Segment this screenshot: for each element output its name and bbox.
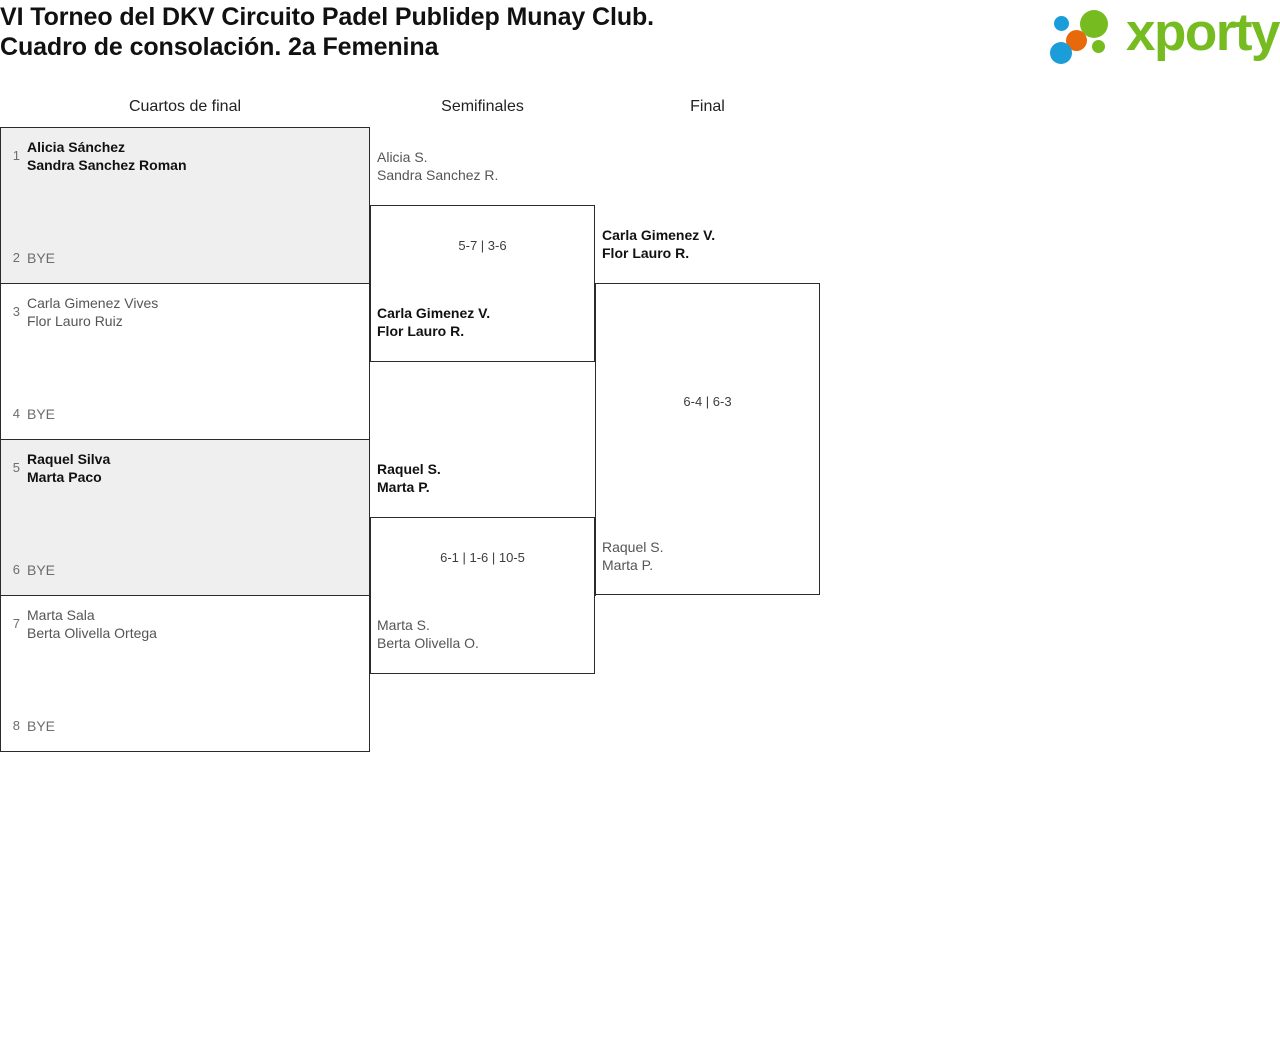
xporty-logo[interactable]: xporty [1042,3,1280,66]
match-final[interactable]: 6-4 | 6-3 [595,283,820,595]
match-sf-2-top-team: Raquel S. Marta P. [377,461,441,495]
seed-number: 2 [12,250,20,265]
seed-number: 3 [12,304,20,319]
match-final-bottom-team: Raquel S. Marta P. [602,539,664,573]
match-qf-3[interactable]: 5 Raquel Silva Marta Paco 6 BYE [0,439,370,596]
team-name: Carla Gimenez Vives Flor Lauro Ruiz [27,295,159,329]
team-name: BYE [27,250,56,266]
match-final-top-team: Carla Gimenez V. Flor Lauro R. [602,227,716,261]
match-row-bottom[interactable]: 4 BYE [1,405,55,423]
team-name: BYE [27,718,56,734]
match-sf-1-bottom-team: Carla Gimenez V. Flor Lauro R. [377,305,491,339]
match-score: 6-1 | 1-6 | 10-5 [440,550,525,565]
match-qf-2[interactable]: 3 Carla Gimenez Vives Flor Lauro Ruiz 4 … [0,283,370,440]
logo-dot-orange [1066,30,1087,51]
match-score: 6-4 | 6-3 [683,394,732,409]
seed-number: 4 [12,406,20,421]
match-score: 5-7 | 3-6 [458,238,507,253]
match-row-top[interactable]: 3 Carla Gimenez Vives Flor Lauro Ruiz [1,294,158,330]
match-row-bottom[interactable]: 8 BYE [1,717,55,735]
seed-number: 1 [12,148,20,163]
match-row-top[interactable]: 5 Raquel Silva Marta Paco [1,450,111,486]
logo-dot-blue-small [1054,16,1069,31]
match-sf-1-top-team: Alicia S. Sandra Sanchez R. [377,149,499,183]
team-name: BYE [27,406,56,422]
logo-dots-icon [1050,8,1126,64]
match-sf-1[interactable]: 5-7 | 3-6 [370,205,595,362]
logo-wordmark: xporty [1126,3,1280,62]
page-header: VI Torneo del DKV Circuito Padel Publide… [0,0,1280,88]
seed-number: 6 [12,562,20,577]
team-name: Marta Sala Berta Olivella Ortega [27,607,157,641]
match-qf-4[interactable]: 7 Marta Sala Berta Olivella Ortega 8 BYE [0,595,370,752]
seed-number: 5 [12,460,20,475]
team-name: Raquel Silva Marta Paco [27,451,111,485]
round-header-quarterfinals: Cuartos de final [128,98,242,115]
match-sf-2-bottom-team: Marta S. Berta Olivella O. [377,617,479,651]
page-title: VI Torneo del DKV Circuito Padel Publide… [0,3,655,61]
seed-number: 7 [12,616,20,631]
bracket-connector-sf2 [595,595,596,596]
match-qf-1[interactable]: 1 Alicia Sánchez Sandra Sanchez Roman 2 … [0,127,370,284]
logo-dot-green-small [1092,40,1105,53]
match-row-bottom[interactable]: 2 BYE [1,249,55,267]
match-row-top[interactable]: 7 Marta Sala Berta Olivella Ortega [1,606,157,642]
seed-number: 8 [12,718,20,733]
round-header-final: Final [690,98,725,115]
match-row-bottom[interactable]: 6 BYE [1,561,55,579]
team-name: Alicia Sánchez Sandra Sanchez Roman [27,139,187,173]
match-sf-2[interactable]: 6-1 | 1-6 | 10-5 [370,517,595,674]
match-row-top[interactable]: 1 Alicia Sánchez Sandra Sanchez Roman [1,138,187,174]
team-name: BYE [27,562,56,578]
logo-dot-blue-large [1050,42,1072,64]
round-header-semifinals: Semifinales [441,98,524,115]
